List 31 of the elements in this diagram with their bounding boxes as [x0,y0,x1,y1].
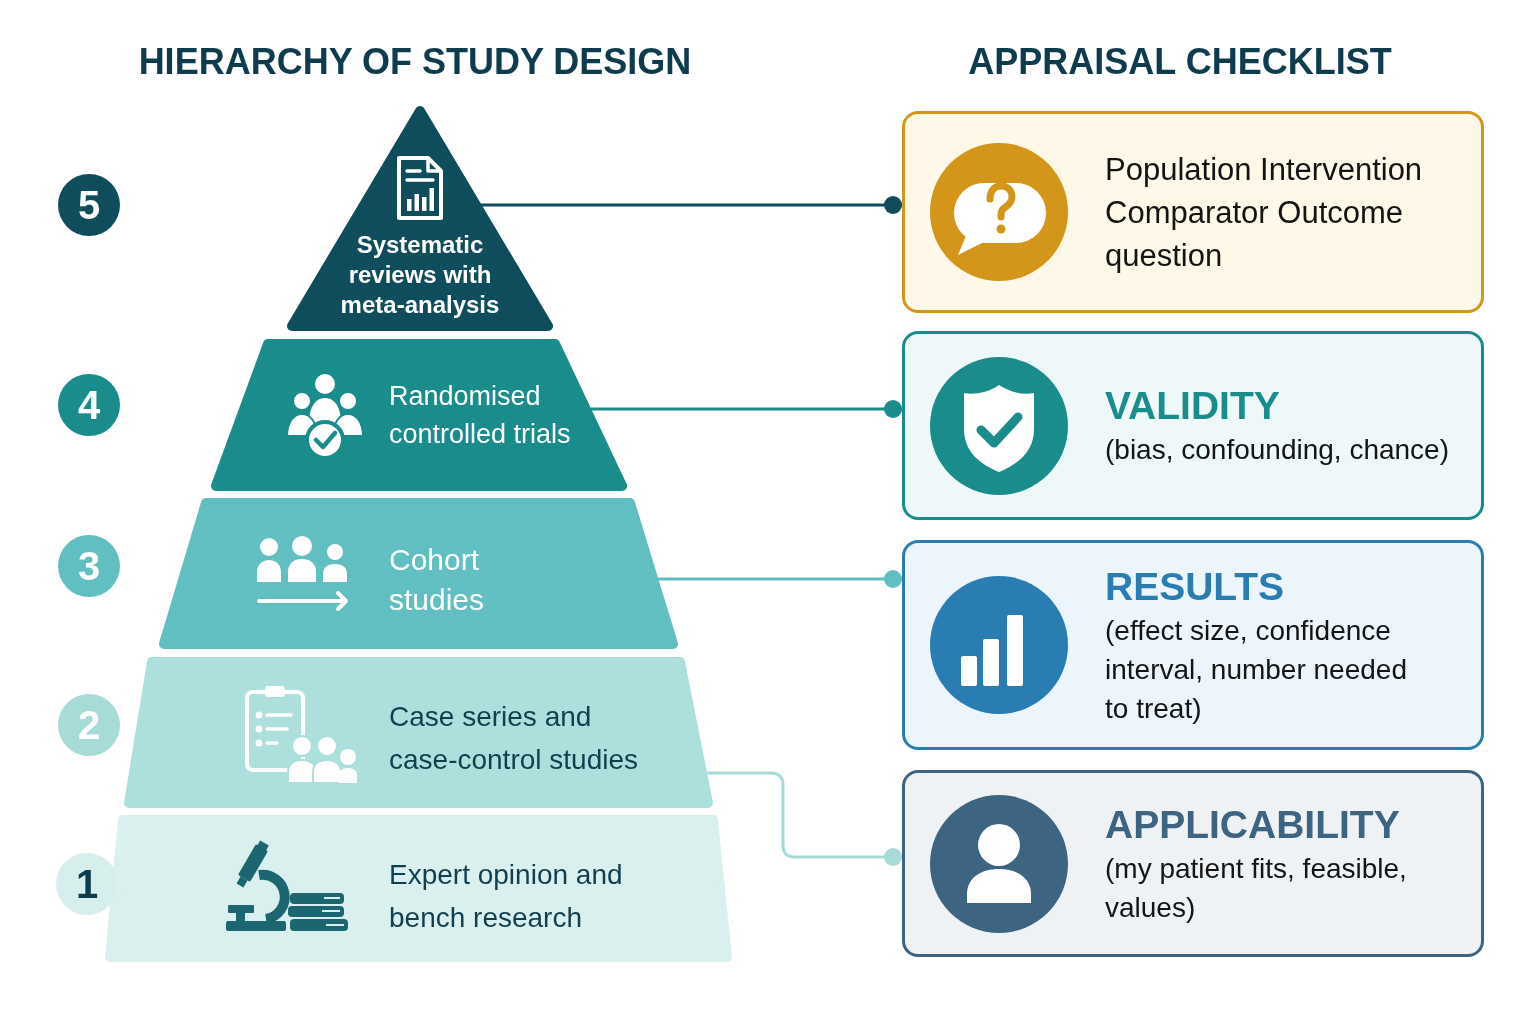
card-heading: APPLICABILITY [1105,801,1400,848]
section-heading: HIERARCHY OF STUDY DESIGN [138,40,692,84]
checklist-card [902,770,1484,957]
pyramid-tier [287,103,553,331]
checklist-card [902,111,1484,313]
pyramid-tier [105,815,732,962]
pyramid-tier [211,339,627,491]
connector-line [706,771,902,866]
tier-label: Expert opinion and bench research [389,858,624,935]
card-text: (effect size, confidence interval, number needed to treat) [1105,613,1408,726]
card-heading: VALIDITY [1105,383,1280,429]
card-heading: RESULTS [1105,563,1285,610]
connector-line [590,400,902,418]
tier-label: Case series and case-control studies [389,700,639,777]
tier-label: Cohort studies [389,542,486,618]
card-text: (bias, confounding, chance) [1105,433,1449,467]
pyramid-tier [124,657,713,808]
tier-label: Randomised controlled trials [389,380,572,451]
card-text: Population Intervention Comparator Outcome question [1105,150,1424,275]
level-marker: 3 [58,535,120,597]
tier-label: Systematic reviews with meta-analysis [339,230,501,320]
card-text: (my patient fits, feasible, values) [1105,851,1408,925]
level-marker: 4 [58,374,120,436]
connector-line [479,196,902,214]
section-heading: APPRAISAL CHECKLIST [968,40,1392,84]
connector-line [658,570,902,588]
level-marker: 5 [58,174,120,236]
checklist-card [902,331,1484,520]
checklist-card [902,540,1484,750]
pyramid-tier [159,498,678,649]
level-marker: 2 [58,694,120,756]
